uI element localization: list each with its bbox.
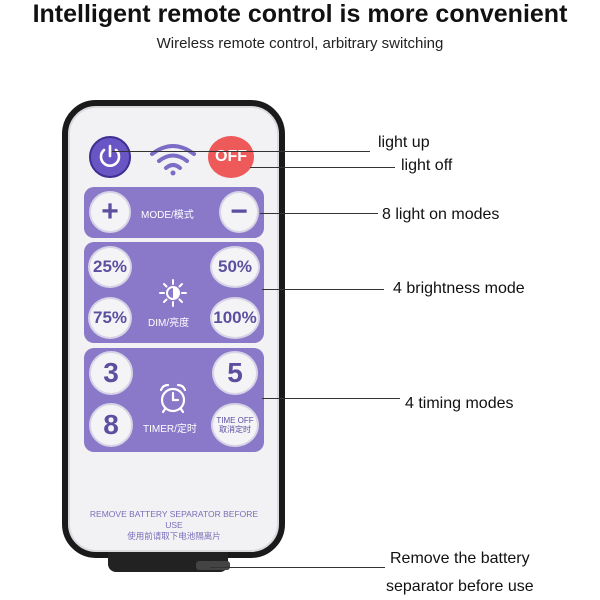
sun-icon — [159, 279, 187, 307]
timer-off-label-zh: 取消定时 — [219, 425, 251, 434]
brightness-75-button[interactable]: 75% — [88, 297, 132, 339]
timer-8-button[interactable]: 8 — [89, 403, 133, 447]
page-subtitle: Wireless remote control, arbitrary switc… — [156, 35, 444, 52]
brightness-label: DIM/亮度 — [148, 318, 190, 329]
battery-note-zh: 使用前请取下电池隔离片 — [127, 531, 221, 541]
timer-3-button[interactable]: 3 — [89, 351, 133, 395]
callout-battery-line2: separator before use — [386, 578, 534, 595]
battery-note: REMOVE BATTERY SEPARATOR BEFORE USE 使用前请… — [84, 509, 264, 542]
mode-label: MODE/模式 — [141, 210, 194, 221]
callout-line-battery — [210, 567, 385, 568]
callout-timing-modes: 4 timing modes — [405, 395, 514, 412]
callout-line-timing — [262, 398, 400, 399]
callout-light-on-modes: 8 light on modes — [382, 206, 500, 223]
power-button[interactable] — [89, 136, 131, 178]
callout-light-off: light off — [401, 157, 453, 174]
battery-note-en: REMOVE BATTERY SEPARATOR BEFORE USE — [89, 509, 259, 530]
callout-brightness-mode: 4 brightness mode — [393, 280, 525, 297]
timer-off-label-en: TIME OFF — [216, 416, 254, 425]
battery-separator-tab[interactable] — [196, 561, 230, 570]
brightness-25-button[interactable]: 25% — [88, 246, 132, 288]
alarm-clock-icon — [159, 383, 187, 414]
power-icon — [99, 144, 121, 167]
timer-off-button[interactable]: TIME OFF 取消定时 — [211, 403, 259, 447]
callout-line-light-on-modes — [260, 213, 378, 214]
timer-label: TIMER/定时 — [143, 424, 197, 435]
brightness-100-button[interactable]: 100% — [210, 297, 260, 339]
mode-plus-button[interactable]: + — [89, 191, 131, 233]
wifi-icon — [150, 144, 196, 176]
mode-minus-button[interactable]: − — [219, 191, 259, 233]
callout-light-up: light up — [378, 134, 430, 151]
callout-line-light-up — [112, 151, 370, 152]
timer-5-button[interactable]: 5 — [212, 351, 258, 395]
brightness-50-button[interactable]: 50% — [210, 246, 260, 288]
callout-line-light-off — [250, 167, 395, 168]
callout-line-brightness — [262, 289, 384, 290]
page-title: Intelligent remote control is more conve… — [32, 0, 568, 28]
callout-battery-line1: Remove the battery — [390, 550, 530, 567]
off-button[interactable]: OFF — [208, 136, 254, 178]
